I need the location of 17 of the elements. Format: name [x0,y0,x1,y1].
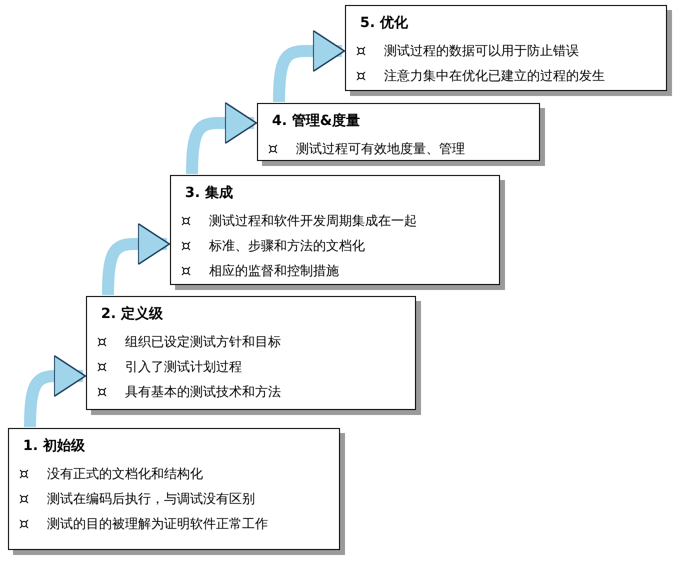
bullet-text: 注意力集中在优化已建立的过程的发生 [384,68,605,85]
bullet-text: 没有正式的文档化和结构化 [47,466,203,483]
bullet-text: 标准、步骤和方法的文档化 [209,238,365,255]
bullet-text: 测试过程的数据可以用于防止错误 [384,43,579,60]
bullet-text: 测试的目的被理解为证明软件正常工作 [47,516,268,533]
bullet-text: 相应的监督和控制措施 [209,263,339,280]
bullet-text: 具有基本的测试技术和方法 [125,384,281,401]
bullet-text: 测试过程和软件开发周期集成在一起 [209,213,417,230]
level-heading: 5. 优化 [360,14,408,32]
level-heading: 1. 初始级 [23,437,85,455]
bullet-text: 测试在编码后执行，与调试没有区别 [47,491,255,508]
level-heading: 4. 管理&度量 [272,112,360,130]
bullet-text: 组织已设定测试方针和目标 [125,334,281,351]
bullet-text: 引入了测试计划过程 [125,359,242,376]
level-heading: 2. 定义级 [101,305,163,323]
level-heading: 3. 集成 [185,184,233,202]
bullet-text: 测试过程可有效地度量、管理 [296,141,465,158]
